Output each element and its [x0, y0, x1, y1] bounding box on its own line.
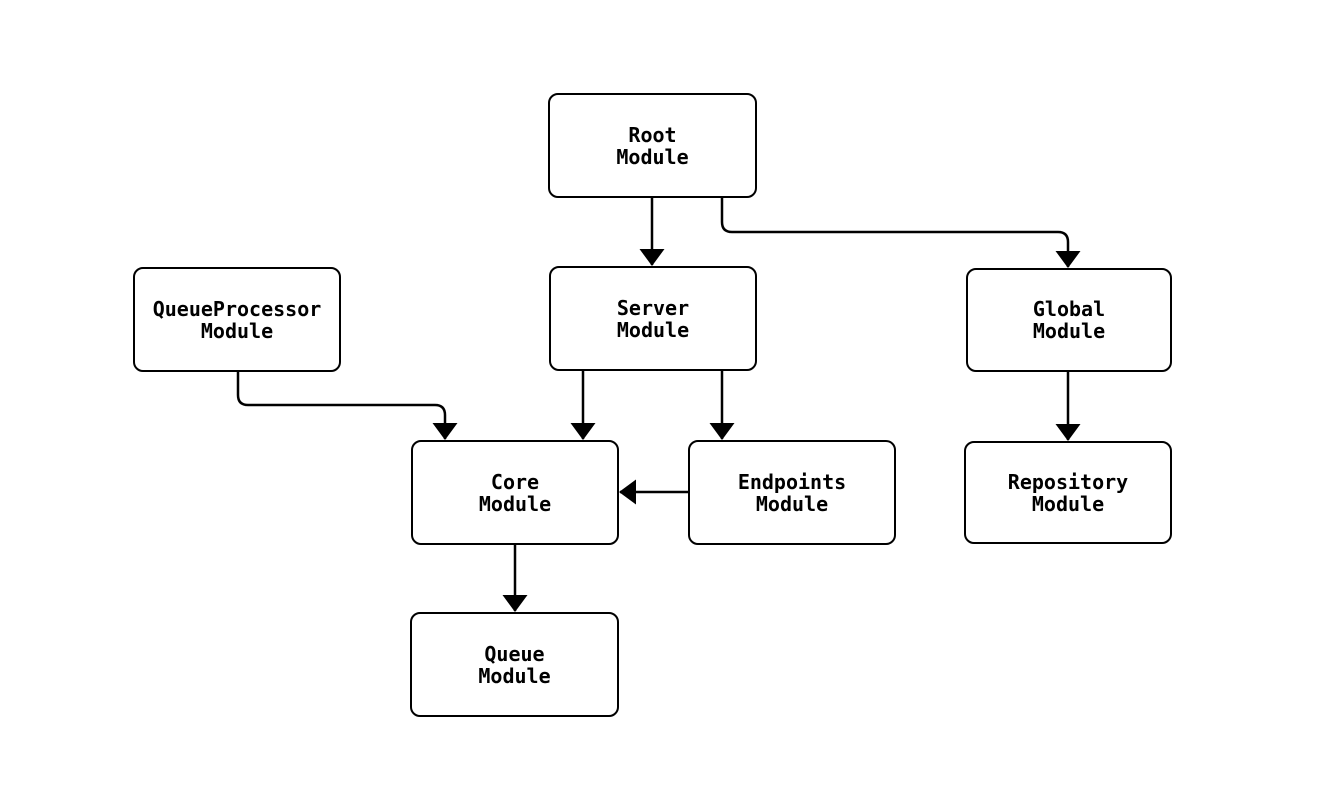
node-queueprocessor: QueueProcessor Module: [133, 267, 341, 372]
node-endpoints: Endpoints Module: [688, 440, 896, 545]
edge-root-to-global: [720, 198, 1081, 268]
node-label-repository: Repository Module: [1007, 469, 1129, 516]
node-label-root: Root Module: [616, 122, 689, 169]
node-core: Core Module: [411, 440, 619, 545]
node-global: Global Module: [966, 268, 1172, 372]
node-label-server: Server Module: [616, 295, 690, 342]
edge-group: [236, 198, 1081, 612]
node-server: Server Module: [549, 266, 757, 371]
node-label-endpoints: Endpoints Module: [737, 469, 847, 516]
node-root: Root Module: [548, 93, 757, 198]
node-label-queueprocessor: QueueProcessor Module: [152, 296, 322, 343]
node-queue: Queue Module: [410, 612, 619, 717]
node-repository: Repository Module: [964, 441, 1172, 544]
node-label-queue: Queue Module: [478, 641, 551, 688]
edge-queueprocessor-to-core: [236, 372, 458, 440]
node-label-core: Core Module: [478, 469, 552, 516]
node-label-global: Global Module: [1032, 297, 1106, 343]
